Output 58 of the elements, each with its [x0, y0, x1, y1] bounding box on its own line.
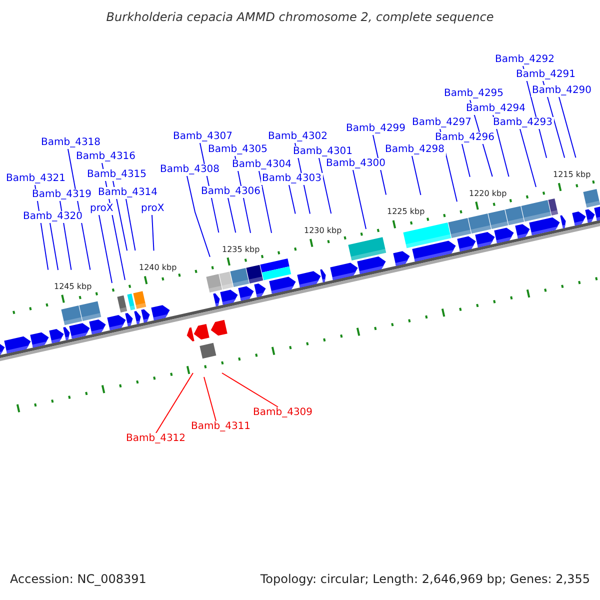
leader-line [50, 222, 59, 270]
gene-label: Bamb_4306 [200, 186, 262, 198]
leader-line [156, 372, 194, 434]
gene-label: Bamb_4294 [465, 103, 527, 115]
leader-line [98, 214, 112, 284]
gene-label: Bamb_4320 [22, 211, 84, 223]
leader-line [520, 128, 536, 188]
gene-label: Bamb_4293 [492, 117, 554, 129]
scale-label: 1225 kbp [387, 207, 425, 216]
leader-line [318, 158, 332, 214]
title: Burkholderia cepacia AMMD chromosome 2, complete sequence [105, 10, 495, 24]
leader-line [352, 170, 366, 230]
leader-line [412, 156, 422, 196]
gene-label: Bamb_4312 [125, 433, 187, 445]
leader-line [152, 214, 154, 252]
genome-summary-text: Topology: circular; Length: 2,646,969 bp; Genes: 2,355 [260, 575, 590, 584]
scale-label: 1230 kbp [304, 226, 342, 235]
gene-label: Bamb_4305 [207, 144, 269, 156]
leader-line [186, 176, 210, 258]
gene-label: Bamb_4297 [411, 117, 473, 129]
gene-label: Bamb_4299 [345, 123, 407, 135]
gene-label: Bamb_4295 [443, 88, 505, 100]
gene-label: Bamb_4296 [434, 132, 496, 144]
gene-label: Bamb_4318 [40, 137, 102, 149]
leader-line [222, 372, 278, 408]
gene-label: proX [140, 203, 166, 215]
scale-label: 1245 kbp [54, 282, 92, 291]
leader-line [558, 96, 576, 158]
gene-label: Bamb_4291 [515, 69, 577, 81]
gene-label: Bamb_4300 [325, 158, 387, 170]
leader-line [126, 198, 136, 251]
gene-label: Bamb_4304 [231, 159, 293, 171]
accession-text: Accession: NC_008391 [10, 575, 146, 584]
gene-label: Bamb_4302 [267, 131, 329, 143]
gene-label: Bamb_4314 [97, 187, 159, 199]
gene-label: Bamb_4303 [261, 173, 323, 185]
leader-line [228, 198, 236, 234]
leader-line [288, 184, 296, 214]
gene-label: Bamb_4292 [494, 54, 556, 66]
gene-label: Bamb_4290 [531, 85, 593, 97]
gene-label: Bamb_4298 [384, 144, 446, 156]
gene-label: Bamb_4308 [159, 164, 221, 176]
gene-label: Bamb_4315 [86, 169, 148, 181]
gene-label: proX [89, 203, 114, 215]
leader-line [462, 144, 470, 178]
leader-line [258, 170, 272, 234]
scale-label: 1215 kbp [553, 170, 591, 179]
gene-label: Bamb_4307 [172, 131, 234, 143]
scale-label: 1240 kbp [139, 263, 177, 272]
gene-label: Bamb_4321 [5, 173, 67, 185]
gene-label: Bamb_4311 [190, 421, 252, 433]
gene-label: Bamb_4319 [31, 189, 93, 201]
leader-line [204, 376, 216, 422]
scale-label: 1235 kbp [222, 245, 260, 254]
gene-label: Bamb_4301 [292, 146, 354, 158]
gene-label: Bamb_4309 [252, 407, 314, 419]
gene-label: Bamb_4316 [75, 151, 137, 163]
scale-label: 1220 kbp [469, 189, 507, 198]
